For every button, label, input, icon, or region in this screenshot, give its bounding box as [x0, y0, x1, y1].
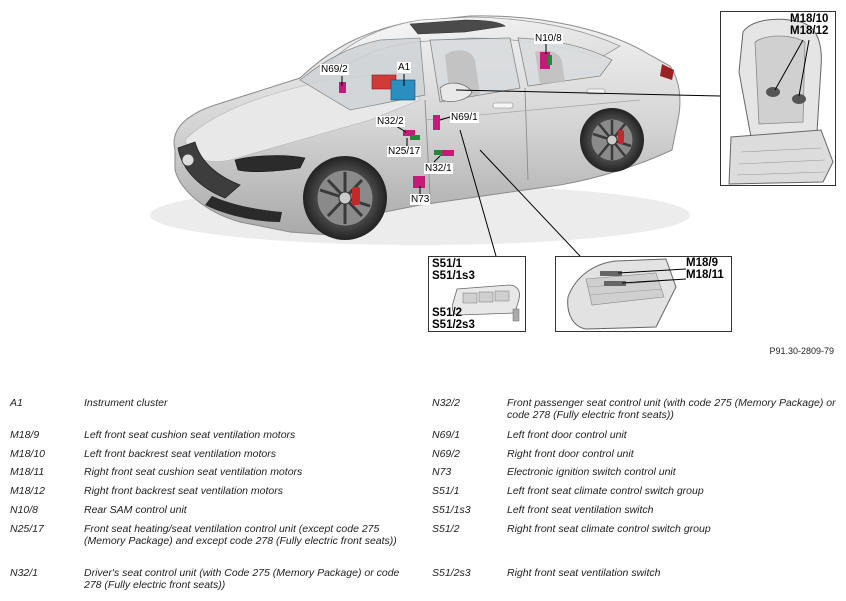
callout-n32-1: N32/1 [424, 163, 453, 174]
inset-switch-label-4: S51/2s3 [432, 319, 475, 331]
callout-n73: N73 [410, 194, 431, 205]
switch-drawing [451, 284, 520, 322]
legend-code: M18/11 [10, 466, 45, 478]
callout-n10-8: N10/8 [534, 33, 563, 44]
legend-description: Electronic ignition switch control unit [507, 466, 676, 478]
legend-code: N10/8 [10, 504, 39, 516]
callout-n69-2: N69/2 [320, 64, 349, 75]
legend-code: N32/2 [432, 397, 461, 409]
inset-switch-label-3: S51/2 [432, 307, 463, 319]
inset-switch-label-2: S51/1s3 [432, 270, 475, 282]
seat-cushion-drawing [567, 258, 687, 330]
legend-description: Left front door control unit [507, 429, 627, 441]
callout-a1: A1 [397, 62, 412, 73]
inset-seat-cushion [555, 256, 732, 332]
legend-description: Rear SAM control unit [84, 504, 187, 516]
legend-code: M18/10 [10, 448, 46, 460]
legend-code: N69/1 [432, 429, 461, 441]
legend-description: Right front seat climate control switch … [507, 523, 711, 535]
callout-n69-1: N69/1 [450, 112, 479, 123]
legend-code: S51/2 [432, 523, 460, 535]
inset-switch-label-1: S51/1 [432, 258, 463, 270]
legend-description: Right front door control unit [507, 448, 634, 460]
inset-backrest-label-2: M18/12 [790, 25, 829, 37]
component-location-figure: N69/2 A1 N10/8 N32/2 N69/1 N25/17 N32/1 … [150, 11, 836, 356]
inset-backrest-seat [720, 11, 836, 186]
legend-description: Right front seat ventilation switch [507, 567, 661, 579]
callout-n25-17: N25/17 [387, 146, 422, 157]
legend-description: Right front backrest seat ventilation mo… [84, 485, 284, 497]
backrest-seat-drawing [728, 18, 834, 185]
inset-cushion-label-2: M18/11 [686, 269, 724, 281]
callout-n32-2: N32/2 [376, 116, 405, 127]
legend-code: M18/12 [10, 485, 46, 497]
legend-code: S51/2s3 [432, 567, 471, 579]
legend-description: Instrument cluster [84, 397, 168, 409]
legend-description: Front seat heating/seat ventilation cont… [84, 523, 397, 547]
figure-code: P91.30-2809-79 [769, 346, 834, 356]
legend-description: Left front backrest seat ventilation mot… [84, 448, 277, 460]
legend-code: M18/9 [10, 429, 40, 441]
legend-description: Left front seat ventilation switch [507, 504, 654, 516]
inset-cushion-label-1: M18/9 [686, 257, 718, 269]
legend-code: N69/2 [432, 448, 461, 460]
inset-switch [428, 256, 526, 332]
legend-code: S51/1s3 [432, 504, 471, 516]
legend-code: A1 [10, 397, 23, 409]
legend-description: Right front seat cushion seat ventilatio… [84, 466, 303, 478]
legend-code: N73 [432, 466, 452, 478]
legend-code: N25/17 [10, 523, 44, 535]
legend-code: N32/1 [10, 567, 39, 579]
legend-description: Driver's seat control unit (with Code 27… [84, 567, 400, 591]
inset-backrest-label-1: M18/10 [790, 13, 829, 25]
legend-description: Left front seat cushion seat ventilation… [84, 429, 296, 441]
legend-code: S51/1 [432, 485, 460, 497]
car-illustration [150, 15, 721, 257]
legend-description: Front passenger seat control unit (with … [507, 397, 836, 421]
legend-description: Left front seat climate control switch g… [507, 485, 704, 497]
